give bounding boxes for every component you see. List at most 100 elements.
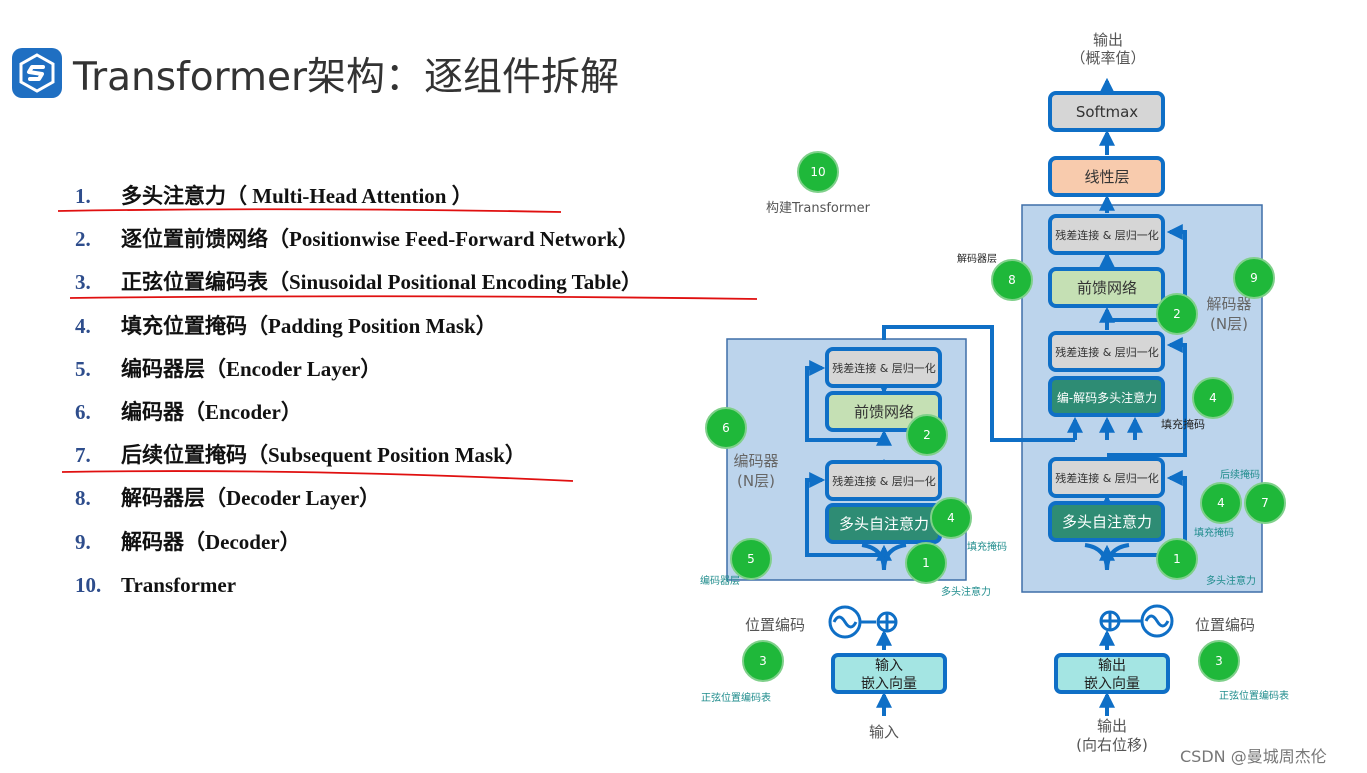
decoder-n-label: (N层)	[1210, 315, 1248, 333]
decoder-multihead-label: 多头注意力	[1206, 574, 1256, 587]
encoder-positional-label: 位置编码	[745, 616, 805, 634]
badge-8: 8	[991, 259, 1033, 301]
list-item-text: 正弦位置编码表（Sinusoidal Positional Encoding T…	[121, 270, 643, 295]
output-embedding-label-1: 输出	[1098, 658, 1126, 674]
list-item-text: 后续位置掩码（Subsequent Position Mask）	[121, 443, 526, 468]
decoder-residual-block-1	[1048, 457, 1165, 498]
list-item: 4. 填充位置掩码（Padding Position Mask）	[75, 305, 642, 348]
list-item-text: 编码器（Encoder）	[121, 399, 302, 424]
list-item: 1. 多头注意力（ Multi-Head Attention ）	[75, 175, 642, 218]
encoder-residual-label-2: 残差连接 & 层归一化	[832, 361, 936, 375]
softmax-block	[1048, 91, 1165, 132]
list-item-number: 9.	[75, 529, 91, 554]
list-item-text: 填充位置掩码（Padding Position Mask）	[121, 313, 497, 338]
list-item: 6. 编码器（Encoder）	[75, 391, 642, 434]
red-underlines	[57, 208, 758, 482]
badge-3-encoder: 3	[742, 640, 784, 682]
decoder-layer-label: 解码器层	[957, 252, 997, 265]
svg-text:5: 5	[747, 552, 755, 566]
badge-1-decoder: 1	[1156, 538, 1198, 580]
list-item: 7. 后续位置掩码（Subsequent Position Mask）	[75, 434, 642, 477]
list-item-number: 1.	[75, 184, 91, 208]
decoder-feedforward-block	[1048, 267, 1165, 308]
badge-4-crossatt: 4	[1192, 377, 1234, 419]
page-title: Transformer架构：逐组件拆解	[73, 55, 620, 100]
svg-text:1: 1	[922, 556, 930, 570]
decoder-crossatt-padding-label: 填充掩码	[1161, 417, 1205, 431]
encoder-n-label: (N层)	[737, 472, 775, 490]
subsequent-mask-label: 后续掩码	[1220, 468, 1260, 481]
decoder-positional-table-label: 正弦位置编码表	[1219, 689, 1289, 702]
svg-text:7: 7	[1261, 496, 1269, 510]
enc-dec-attention-label: 编-解码多头注意力	[1057, 390, 1157, 405]
underline-item-7	[61, 470, 574, 482]
svg-text:1: 1	[1173, 552, 1181, 566]
encoder-positional-encoding-icon	[828, 605, 898, 639]
input-bottom-label: 输入	[869, 723, 899, 741]
decoder-label: 解码器	[1206, 295, 1251, 313]
list-item-number: 3.	[75, 270, 91, 295]
logo-icon	[12, 48, 62, 98]
decoder-residual-label-2: 残差连接 & 层归一化	[1055, 345, 1159, 359]
svg-text:4: 4	[1209, 391, 1217, 405]
decoder-residual-block-2	[1048, 331, 1165, 372]
output-top-label: 输出	[1093, 31, 1123, 49]
badge-7: 7	[1244, 482, 1286, 524]
decoder-self-attention-block	[1048, 501, 1165, 542]
list-item-number: 8.	[75, 486, 91, 511]
number-badges: 10 8 9 2 4 6 2 4 4 7 5 1 1 3 3	[705, 151, 1286, 682]
decoder-residual-block-3	[1048, 214, 1165, 255]
list-item-number: 7.	[75, 443, 91, 468]
list-item: 2. 逐位置前馈网络（Positionwise Feed-Forward Netw…	[75, 218, 642, 261]
svg-text:2: 2	[923, 428, 931, 442]
decoder-residual-label-1: 残差连接 & 层归一化	[1055, 471, 1159, 485]
svg-text:6: 6	[722, 421, 730, 435]
output-embedding-block	[1054, 653, 1170, 694]
decoder-feedforward-label: 前馈网络	[1077, 279, 1137, 297]
list-item: 10.Transformer	[75, 564, 642, 607]
svg-text:2: 2	[1173, 307, 1181, 321]
svg-text:10: 10	[810, 165, 825, 179]
list-item: 3. 正弦位置编码表（Sinusoidal Positional Encoding…	[75, 261, 642, 304]
encoder-multihead-label: 多头注意力	[941, 585, 991, 598]
decoder-positional-label: 位置编码	[1195, 616, 1255, 634]
linear-layer-label: 线性层	[1084, 168, 1129, 186]
encoder-label: 编码器	[733, 452, 778, 470]
badge-6: 6	[705, 407, 747, 449]
list-item-number: 2.	[75, 227, 91, 252]
softmax-label: Softmax	[1076, 103, 1138, 121]
encoder-positional-table-label: 正弦位置编码表	[701, 691, 771, 704]
underline-item-3	[69, 295, 758, 300]
svg-text:3: 3	[1215, 654, 1223, 668]
list-item-text: 多头注意力（ Multi-Head Attention ）	[121, 184, 473, 208]
list-item: 8. 解码器层（Decoder Layer）	[75, 477, 642, 520]
enc-dec-attention-block	[1048, 376, 1165, 417]
encoder-feedforward-label: 前馈网络	[854, 403, 914, 421]
list-item: 9.解码器（Decoder）	[75, 521, 642, 564]
svg-text:4: 4	[947, 511, 955, 525]
badge-4-encoder: 4	[930, 497, 972, 539]
output-bottom-label-1: 输出	[1097, 717, 1127, 735]
list-item-text: 逐位置前馈网络（Positionwise Feed-Forward Networ…	[121, 227, 639, 252]
encoder-padding-mask-label: 填充掩码	[967, 540, 1007, 553]
component-list: 1. 多头注意力（ Multi-Head Attention ） 2. 逐位置前馈网…	[75, 175, 642, 607]
badge-2-encoder: 2	[906, 414, 948, 456]
watermark: CSDN @曼城周杰伦	[1180, 747, 1327, 766]
list-item-text: 解码器层（Decoder Layer）	[121, 486, 381, 511]
badge-3-decoder: 3	[1198, 640, 1240, 682]
input-embedding-label-1: 输入	[875, 658, 903, 674]
badge-1-encoder: 1	[905, 542, 947, 584]
encoder-layer-label: 编码器层	[700, 574, 740, 587]
svg-text:4: 4	[1217, 496, 1225, 510]
badge-4-decoder: 4	[1200, 482, 1242, 524]
output-bottom-label-2: (向右位移)	[1076, 736, 1148, 754]
badge-2-decoder: 2	[1156, 293, 1198, 335]
linear-layer-block	[1048, 156, 1165, 197]
list-item-number: 4.	[75, 313, 91, 338]
list-item-number: 10.	[75, 572, 102, 597]
input-embedding-label-2: 嵌入向量	[861, 676, 917, 692]
list-item: 5.编码器层（Encoder Layer）	[75, 348, 642, 391]
list-item-number: 6.	[75, 399, 91, 424]
underline-item-1	[57, 208, 562, 213]
